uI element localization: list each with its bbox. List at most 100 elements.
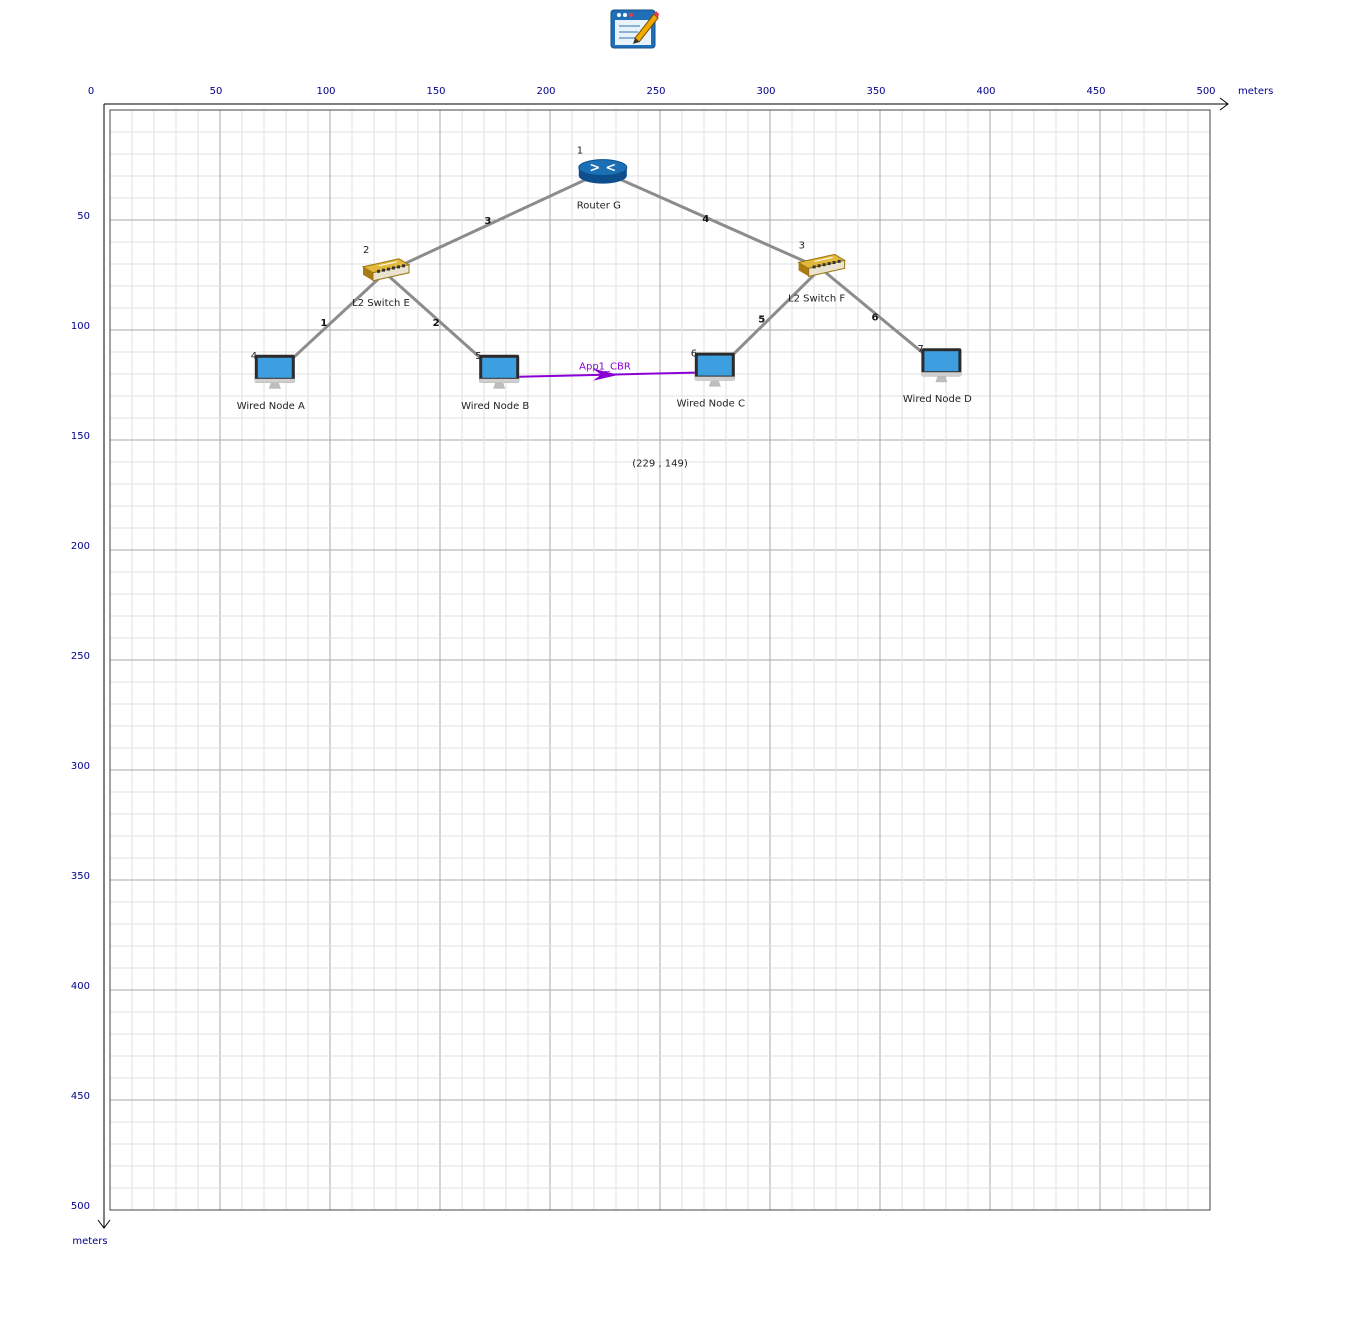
switch-port [822, 263, 826, 267]
switch-top-mark [814, 256, 833, 262]
link-id-label: 1 [320, 318, 327, 329]
computer-icon[interactable] [479, 354, 520, 389]
link-id-label: 4 [702, 214, 709, 225]
computer-chin [254, 378, 295, 383]
node-id-label: 6 [691, 349, 697, 360]
x-tick-label: 350 [866, 86, 885, 97]
link-line[interactable] [819, 267, 943, 370]
x-tick-label: 0 [88, 86, 94, 97]
router-top [578, 159, 628, 177]
switch-side [363, 266, 373, 281]
x-axis-arrow [1219, 97, 1229, 111]
x-axis-unit-label: meters [1238, 86, 1273, 97]
links: 1 2 3 4 5 6 [273, 170, 943, 376]
y-tick-label: 200 [71, 541, 90, 552]
switch-e[interactable]: 2 L2 Switch E [352, 245, 411, 309]
computer-screen [924, 351, 959, 372]
switch-port [402, 264, 405, 268]
x-tick-label: 400 [976, 86, 995, 97]
app-label: App1_CBR [579, 362, 631, 373]
computer-screen [697, 355, 732, 376]
y-tick-label: 350 [71, 871, 90, 882]
y-tick-label: 500 [71, 1201, 90, 1212]
computer-chin [479, 378, 520, 383]
computer-icon[interactable] [254, 354, 295, 389]
node-name-label: L2 Switch F [788, 293, 845, 304]
switch-port [377, 269, 380, 273]
node-id-label: 7 [917, 344, 923, 355]
app-flow-arrow-icon [593, 368, 619, 381]
computer-chin [921, 372, 962, 377]
computer-stand [493, 382, 506, 389]
computer-icon[interactable] [694, 352, 735, 387]
link-id-label: 2 [433, 318, 440, 329]
node-id-label: 5 [475, 351, 481, 362]
computer-screen [482, 357, 517, 378]
switch-icon[interactable] [797, 253, 846, 278]
switch-port [397, 265, 400, 269]
computer-chin [694, 376, 735, 381]
y-tick-label: 450 [71, 1091, 90, 1102]
node-name-label: Wired Node B [461, 401, 529, 412]
computer-stand [708, 380, 721, 387]
x-tick-label: 450 [1086, 86, 1105, 97]
link-line[interactable] [384, 170, 604, 275]
grid [109, 109, 1211, 1211]
router-icon[interactable] [578, 159, 628, 184]
link-id-label: 6 [872, 312, 879, 323]
router-arrows [590, 163, 616, 172]
switch-icon[interactable] [361, 258, 411, 282]
computer-icon[interactable] [921, 348, 962, 383]
node-name-label: L2 Switch E [352, 298, 410, 309]
x-tick-label: 200 [536, 86, 555, 97]
node-name-label: Wired Node C [677, 399, 745, 410]
computer-stand [268, 382, 281, 389]
x-tick-label: 50 [210, 86, 223, 97]
x-tick-label: 100 [316, 86, 335, 97]
link-id-label: 5 [758, 315, 765, 326]
x-tick-label: 150 [426, 86, 445, 97]
toolbar [610, 8, 660, 50]
y-tick-label: 50 [77, 211, 90, 222]
switch-port [392, 266, 395, 270]
link-id-label: 3 [484, 216, 491, 227]
cursor-coordinate-readout: (229 , 149) [632, 458, 688, 469]
computer-screen [257, 357, 292, 378]
notepad-pencil-icon[interactable] [610, 8, 660, 50]
node-id-label: 3 [799, 240, 805, 251]
node-name-label: Router G [577, 201, 621, 212]
y-axis-arrow [97, 1219, 111, 1229]
switch-port [817, 264, 821, 268]
switch-port [382, 268, 385, 272]
node-name-label: Wired Node D [903, 394, 972, 405]
plot-border [109, 109, 1211, 1211]
computer-stand [935, 376, 948, 383]
y-tick-label: 250 [71, 651, 90, 662]
switch-port [812, 265, 816, 269]
switch-port [837, 259, 841, 263]
node-id-label: 2 [363, 245, 369, 256]
link-line[interactable] [602, 170, 822, 270]
switch-port [387, 267, 390, 271]
applications: App1_CBR [519, 362, 695, 381]
switch-side [798, 262, 809, 277]
node-id-label: 4 [251, 351, 257, 362]
y-tick-label: 150 [71, 431, 90, 442]
switch-port [832, 261, 836, 264]
switch-port [827, 262, 831, 266]
y-tick-label: 400 [71, 981, 90, 992]
x-tick-label: 500 [1196, 86, 1215, 97]
node-name-label: Wired Node A [237, 401, 305, 412]
x-tick-label: 250 [646, 86, 665, 97]
y-tick-label: 100 [71, 321, 90, 332]
switch-f[interactable]: 3 L2 Switch F [788, 240, 846, 304]
node-id-label: 1 [577, 146, 583, 157]
